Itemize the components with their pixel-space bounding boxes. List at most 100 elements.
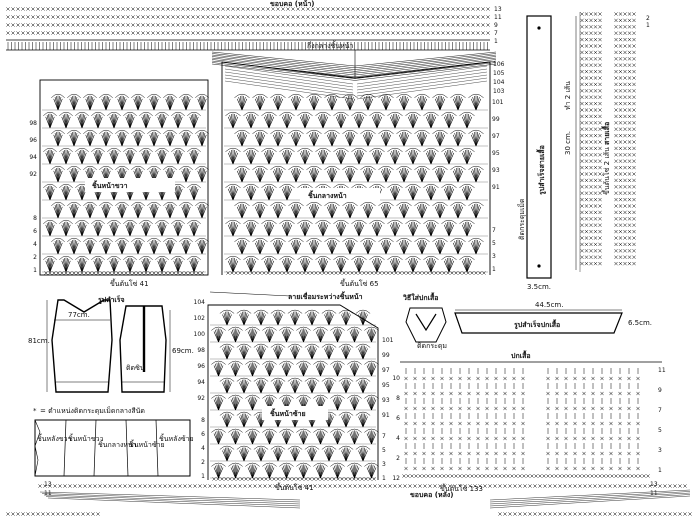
- row-number: 94: [197, 379, 205, 386]
- neck-back-label: ขอบคอ (หลัง): [410, 491, 453, 499]
- row-number: 1: [494, 38, 498, 45]
- row-number: 6: [201, 431, 205, 438]
- row-number: 100: [194, 331, 206, 338]
- row-number: 96: [29, 137, 37, 144]
- strap-width-label: 3.5cm.: [527, 283, 551, 291]
- row-number: 4: [33, 241, 37, 248]
- row-number: 3: [658, 447, 662, 454]
- row-number: 1: [658, 467, 662, 474]
- row-number: 10: [392, 375, 400, 382]
- row-number: 99: [382, 352, 390, 359]
- collar-finished: 44.5cm. รูปสำเร็จปกเสื้อ 6.5cm.: [454, 301, 652, 334]
- center-front-label: กึ่งกลางชิ้นหน้า: [307, 39, 353, 50]
- row-number: 5: [492, 240, 496, 247]
- row-number: 5: [658, 427, 662, 434]
- row-number: 2: [396, 455, 400, 462]
- collar-finished-label: รูปสำเร็จปกเสื้อ: [514, 318, 560, 330]
- row-number: 98: [197, 347, 205, 354]
- row-number: 8: [33, 215, 37, 222]
- row-number: 95: [492, 150, 500, 157]
- row-number: 3: [382, 461, 386, 468]
- row-number: 2: [646, 15, 650, 22]
- row-number: 91: [382, 412, 390, 419]
- row-number: 3: [492, 253, 496, 260]
- zipper-label: ติดซิป: [126, 364, 145, 372]
- row-number: 1: [492, 266, 496, 273]
- row-number: 13: [494, 6, 502, 13]
- row-number: 92: [197, 395, 205, 402]
- row-number: 92: [29, 171, 37, 178]
- collar-method-label: วิธีใส่ปกเสื้อ: [402, 291, 439, 302]
- row-number: 6: [33, 228, 37, 235]
- row-number: 1: [382, 475, 386, 482]
- row-number: 1: [201, 473, 205, 480]
- row-number: 103: [493, 88, 505, 95]
- panel-front-left: ชิ้นหน้าซ้าย: [129, 438, 165, 449]
- strap-count-label: ทำ 2 เส้น: [564, 81, 572, 110]
- row-number: 1: [646, 22, 650, 29]
- row-number: 106: [493, 61, 505, 68]
- legend-note: = ตำแหน่งติดกระดุมเม็ดกลางสีนัด: [40, 406, 145, 415]
- left-height-label: 81cm.: [28, 337, 50, 345]
- row-number: 7: [658, 407, 662, 414]
- strap-diagram: สายเสื้อ ขึ้นต้นโซ่ 2 เส้น 30 cm. ทำ 2 เ…: [564, 12, 636, 272]
- strap-finished: รูปสำเร็จสายเสื้อ ติดกระดุมเม็ด 3.5cm.: [517, 15, 552, 291]
- collar-label: ปกเสื้อ: [511, 349, 531, 360]
- row-number: 11: [658, 367, 666, 374]
- panel-back-left: ชิ้นหลังซ้าย: [159, 432, 194, 443]
- front-center-label: ชิ้นกลางหน้า: [308, 189, 347, 200]
- finished-shape-label: รูปสำเร็จ: [98, 295, 125, 305]
- row-number: 91: [492, 184, 500, 191]
- row-number: 13: [44, 481, 52, 488]
- row-number: 9: [658, 387, 662, 394]
- row-number: 94: [29, 154, 37, 161]
- neck-band-back: ขอบคอ (หลัง): [6, 484, 692, 516]
- collar-diagram: ปกเสื้อ ขึ้นต้นโซ่ 133: [400, 349, 662, 493]
- collar-height-label: 6.5cm.: [628, 319, 652, 327]
- strap-chain-label: ขึ้นต้นโซ่ 2 เส้น: [600, 147, 611, 195]
- neck-front-label: ขอบคอ (หน้า): [270, 0, 315, 8]
- row-number: 104: [493, 79, 505, 86]
- row-number: 96: [197, 363, 205, 370]
- strap-length-label: 30 cm.: [564, 131, 572, 155]
- row-number: 12: [392, 475, 400, 482]
- panel-front-right: ชิ้นหน้าขวา: [68, 432, 104, 443]
- row-number: 102: [194, 315, 206, 322]
- row-number: 1: [33, 267, 37, 274]
- row-number: 4: [396, 435, 400, 442]
- front-right-label: ชิ้นหน้าขวา: [92, 179, 128, 190]
- collar-button-label: ติดกระดุม: [417, 342, 447, 350]
- front-join-label: ลายเชื่อมระหว่างชิ้นหน้า: [288, 290, 363, 301]
- strap-button-label: ติดกระดุมเม็ด: [517, 198, 526, 240]
- row-number: 5: [382, 447, 386, 454]
- panel-back-right: ชิ้นหลังขวา: [37, 432, 72, 443]
- row-number: 101: [492, 99, 504, 106]
- right-height-label: 69cm.: [172, 347, 194, 355]
- row-number: 7: [382, 433, 386, 440]
- row-number: 11: [494, 14, 502, 21]
- row-number: 2: [33, 254, 37, 261]
- front-left-label: ชิ้นหน้าซ้าย: [270, 407, 306, 418]
- front-left-panel: ชิ้นหน้าซ้าย ขึ้นต้นโซ่ 41: [207, 304, 379, 492]
- finished-shape: รูปสำเร็จ 77cm. 81cm. 69cm. ติดซิป: [28, 295, 194, 393]
- row-number: 98: [29, 120, 37, 127]
- panel-front-mid: ชิ้นกลางหน้า: [98, 438, 137, 449]
- row-number: 9: [494, 22, 498, 29]
- row-number: 93: [382, 397, 390, 404]
- chain-center-label: ขึ้นต้นโซ่ 65: [340, 277, 379, 288]
- row-number: 2: [201, 459, 205, 466]
- neck-band-front: ขอบคอ (หน้า) กึ่งกลางชิ้นหน้า: [6, 0, 497, 81]
- row-numbers: 1311971106105104103101999795939198969492…: [29, 6, 665, 497]
- collar-width-label: 44.5cm.: [535, 301, 563, 309]
- front-right-panel: ชิ้นหน้าขวา ขึ้นต้นโซ่ 41: [39, 79, 209, 288]
- collar-method: วิธีใส่ปกเสื้อ ติดกระดุม: [402, 291, 447, 350]
- row-number: 105: [493, 70, 505, 77]
- row-number: 11: [44, 490, 52, 497]
- row-number: 8: [396, 395, 400, 402]
- row-number: 4: [201, 445, 205, 452]
- row-number: 13: [650, 481, 658, 488]
- row-number: 97: [382, 367, 390, 374]
- row-number: 104: [194, 299, 206, 306]
